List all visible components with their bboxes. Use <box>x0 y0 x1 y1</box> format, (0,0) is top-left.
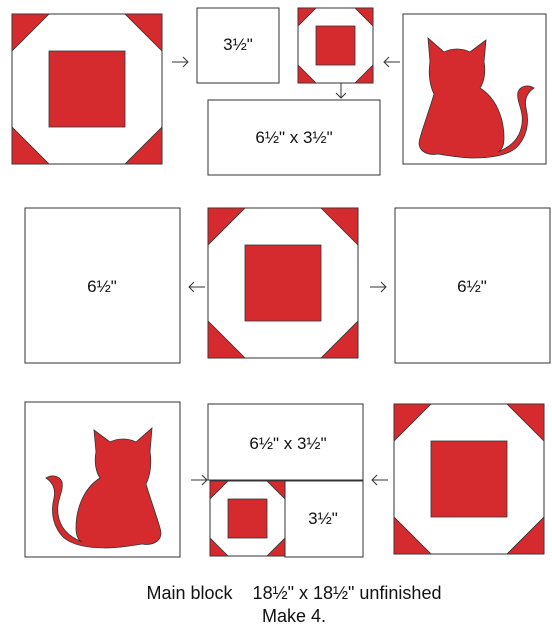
row2-block-center <box>208 208 358 358</box>
rect-6-5-x-3-5-label-bottom: 6½" x 3½" <box>249 434 326 453</box>
caption-line-1: Main block 18½" x 18½" unfinished <box>147 583 442 603</box>
rect-6-5-x-3-5-bottom: 6½" x 3½" <box>208 404 363 480</box>
small-block-top <box>298 8 373 83</box>
arrow-left-icon <box>372 475 388 485</box>
cat-block-bottom <box>25 402 180 557</box>
arrow-left-icon <box>189 282 205 292</box>
square-3-5-piece-bottom: 3½" <box>285 481 363 557</box>
arrow-left-icon <box>384 57 400 67</box>
row1-block-left <box>12 14 162 164</box>
square-6-5-label-left: 6½" <box>87 277 117 296</box>
square-6-5-right: 6½" <box>395 208 550 363</box>
caption-line-2: Make 4. <box>262 606 326 626</box>
arrow-right-icon <box>370 282 386 292</box>
cat-block-top <box>403 14 546 164</box>
arrow-right-icon <box>172 57 188 67</box>
row3-block-right <box>394 404 544 554</box>
small-block-bottom <box>210 481 285 556</box>
square-3-5-label: 3½" <box>223 35 253 54</box>
rect-6-5-x-3-5-top: 6½" x 3½" <box>208 100 380 175</box>
arrow-down-icon <box>336 83 346 98</box>
arrow-right-icon <box>191 475 207 485</box>
square-6-5-left: 6½" <box>25 208 180 363</box>
square-3-5-piece: 3½" <box>197 8 279 83</box>
rect-6-5-x-3-5-label-top: 6½" x 3½" <box>255 128 332 147</box>
square-6-5-label-right: 6½" <box>457 277 487 296</box>
square-3-5-label-bottom: 3½" <box>308 509 338 528</box>
